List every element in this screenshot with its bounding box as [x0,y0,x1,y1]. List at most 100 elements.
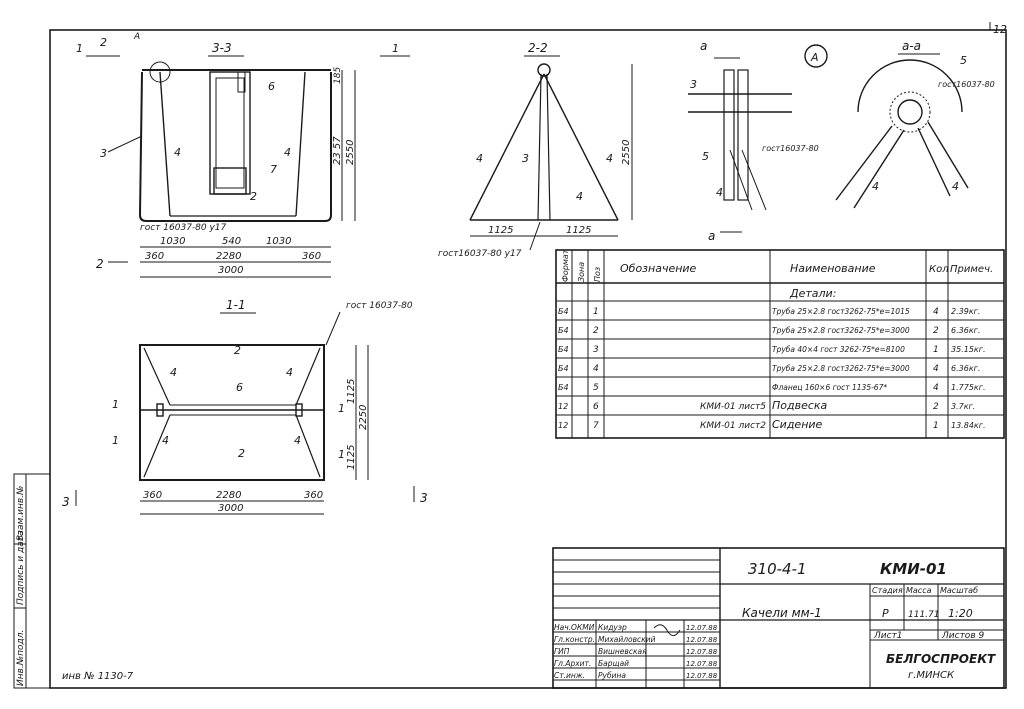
dim-360a: 360 [145,251,164,262]
v11-pos-4d: 4 [294,434,301,447]
spec-row-qty: 4 [933,364,939,374]
spec-row-qty: 1 [933,345,939,355]
spec-header-format: Формат [561,249,570,282]
spec-row-name: Сидение [772,418,823,431]
gost-note-a: гост16037-80 [762,144,819,153]
signer-role: Ст.инж. [554,671,585,680]
dim-1030b: 1030 [266,236,291,247]
stage-value: Р [882,607,889,620]
spec-header-designation: Обозначение [620,262,697,275]
spec-row-name: Труба 25×2.8 гост3262-75*е=3000 [772,326,910,335]
v11-pos-6: 6 [236,381,243,394]
signer-role: Нач.ОКМИ [554,623,595,632]
dim-360b-11: 360 [304,490,323,501]
signer-date: 12.07.88 [686,660,718,668]
spec-row-note: 13.84кг. [951,421,985,430]
view-2-2: 2-2 4 3 4 4 1125 1125 2550 гост16037-80 … [438,41,633,259]
detail-a: а А 3 5 4 гост16037-80 а [688,39,828,243]
section-a-a-pos-5: 5 [960,54,967,67]
section-a-a-pos-4b: 4 [952,180,959,193]
spec-row-qty: 1 [933,421,939,431]
spec-row-qty: 4 [933,307,939,317]
v33-pos-7: 7 [270,163,277,176]
spec-table: Формат Зона Поз Обозначение Наименование… [555,249,1005,439]
spec-section-label: Детали: [789,287,836,300]
dim-2550-22: 2550 [621,140,632,165]
signer-date: 12.07.88 [686,648,718,656]
spec-row-format: Б4 [558,345,569,354]
v22-pos-3: 3 [522,152,529,165]
view-title-3-3: 3-3 [212,41,232,55]
spec-header-note: Примеч. [950,264,993,275]
v11-pos-4a: 4 [170,366,177,379]
v11-pos-2-top: 2 [234,344,241,357]
dim-2250-11: 2250 [358,405,369,430]
spec-header-name: Наименование [790,262,876,275]
doc-number: 310-4-1 [748,560,807,578]
spec-row-qty: 2 [933,326,939,336]
inventory-number: инв № 1130-7 [62,671,134,682]
dim-1125a-22: 1125 [488,225,513,236]
dim-3000: 3000 [218,265,243,276]
signer-role: Гл.Архит. [554,659,591,668]
v11-pos-1a: 1 [112,398,119,411]
v11-pos-2-bottom: 2 [238,447,245,460]
detail-a-pos-5: 5 [702,150,709,163]
dim-1030a: 1030 [160,236,185,247]
spec-row-format: Б4 [558,326,569,335]
gost-note-1-1: гост 16037-80 [346,301,413,311]
stage-label: Стадия [872,586,903,595]
section-mark-2: 2 [100,36,107,49]
view-title-1-1: 1-1 [226,298,246,312]
dim-1125b-11: 1125 [346,445,357,470]
spec-row-note: 2.39кг. [951,307,980,316]
cut-mark-3-right: 3 [420,491,428,505]
view-title-2-2: 2-2 [528,41,548,55]
v11-pos-1b: 1 [112,434,119,447]
spec-row-format: Б4 [558,364,569,373]
spec-row-note: 35.15кг. [951,345,985,354]
dim-1125a-11: 1125 [346,379,357,404]
sheet-label: Лист1 [873,631,903,641]
section-a-a-pos-4a: 4 [872,180,879,193]
cut-mark-2: 2 [96,257,104,271]
spec-row-note: 1.775кг. [951,383,985,392]
v22-pos-4a: 4 [476,152,483,165]
dim-2280-11: 2280 [216,490,241,501]
spec-row-pos: 5 [593,383,599,393]
detail-a-pos-4: 4 [716,186,723,199]
mass-label: Масса [906,586,932,595]
dim-2550-left: 2550 [345,140,356,165]
v33-pos-3: 3 [100,147,107,160]
dim-2357: 23 57 [332,136,343,165]
signer-name: Барщай [598,659,629,668]
spec-row-format: Б4 [558,307,569,316]
drawing-title: Качели мм-1 [742,606,822,620]
callout-a-label: А [133,32,140,42]
spec-row-qty: 4 [933,383,939,393]
spec-row-pos: 7 [593,421,599,431]
gost-note-2-2: гост16037-80 у17 [438,249,522,259]
gost-note-a-a: гост16037-80 [938,80,995,89]
spec-row-name: Подвеска [772,399,828,412]
mass-value: 111.71 [908,610,940,620]
section-a-a: а-а 5 гост16037-80 4 4 [835,39,995,209]
signer-name: Михайловский [598,635,656,644]
dim-1125b-22: 1125 [566,225,591,236]
spec-row-format: 12 [558,421,568,430]
view-title-a-a: а-а [902,39,921,53]
signature-mark [653,624,681,636]
spec-header-zone: Зона [577,262,586,282]
section-mark-1: 1 [76,42,83,55]
v33-pos-4b: 4 [284,146,291,159]
spec-header-qty: Кол [929,264,949,275]
dim-2280: 2280 [216,251,241,262]
dim-360b: 360 [302,251,321,262]
v22-pos-4b: 4 [606,152,613,165]
spec-row-format: Б4 [558,383,569,392]
spec-row-name: Труба 40×4 гост 3262-75*е=8100 [772,345,905,354]
signer-date: 12.07.88 [686,672,718,680]
spec-row-pos: 4 [593,364,599,374]
